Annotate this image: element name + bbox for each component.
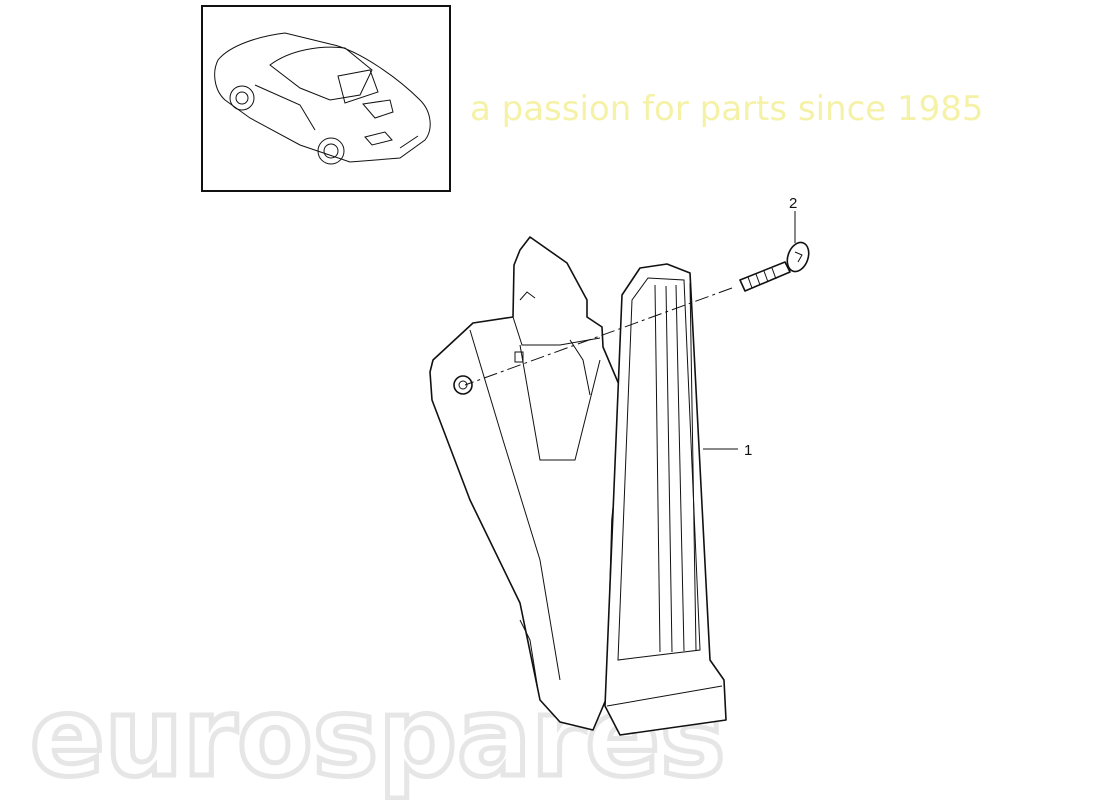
convertible-car-icon bbox=[214, 32, 431, 165]
screw[interactable] bbox=[739, 239, 813, 292]
watermark-tagline: a passion for parts since 1985 bbox=[470, 89, 984, 129]
assembly-axis-line bbox=[464, 287, 733, 386]
callout-number: 1 bbox=[744, 442, 752, 459]
vehicle-thumbnail bbox=[201, 5, 451, 192]
callout-2[interactable]: 2 bbox=[789, 195, 797, 243]
pedal-pad bbox=[604, 263, 727, 736]
pedal-housing bbox=[429, 236, 623, 731]
accelerator-pedal[interactable] bbox=[429, 236, 727, 736]
callout-number: 2 bbox=[789, 195, 797, 212]
callout-1[interactable]: 1 bbox=[703, 442, 752, 459]
